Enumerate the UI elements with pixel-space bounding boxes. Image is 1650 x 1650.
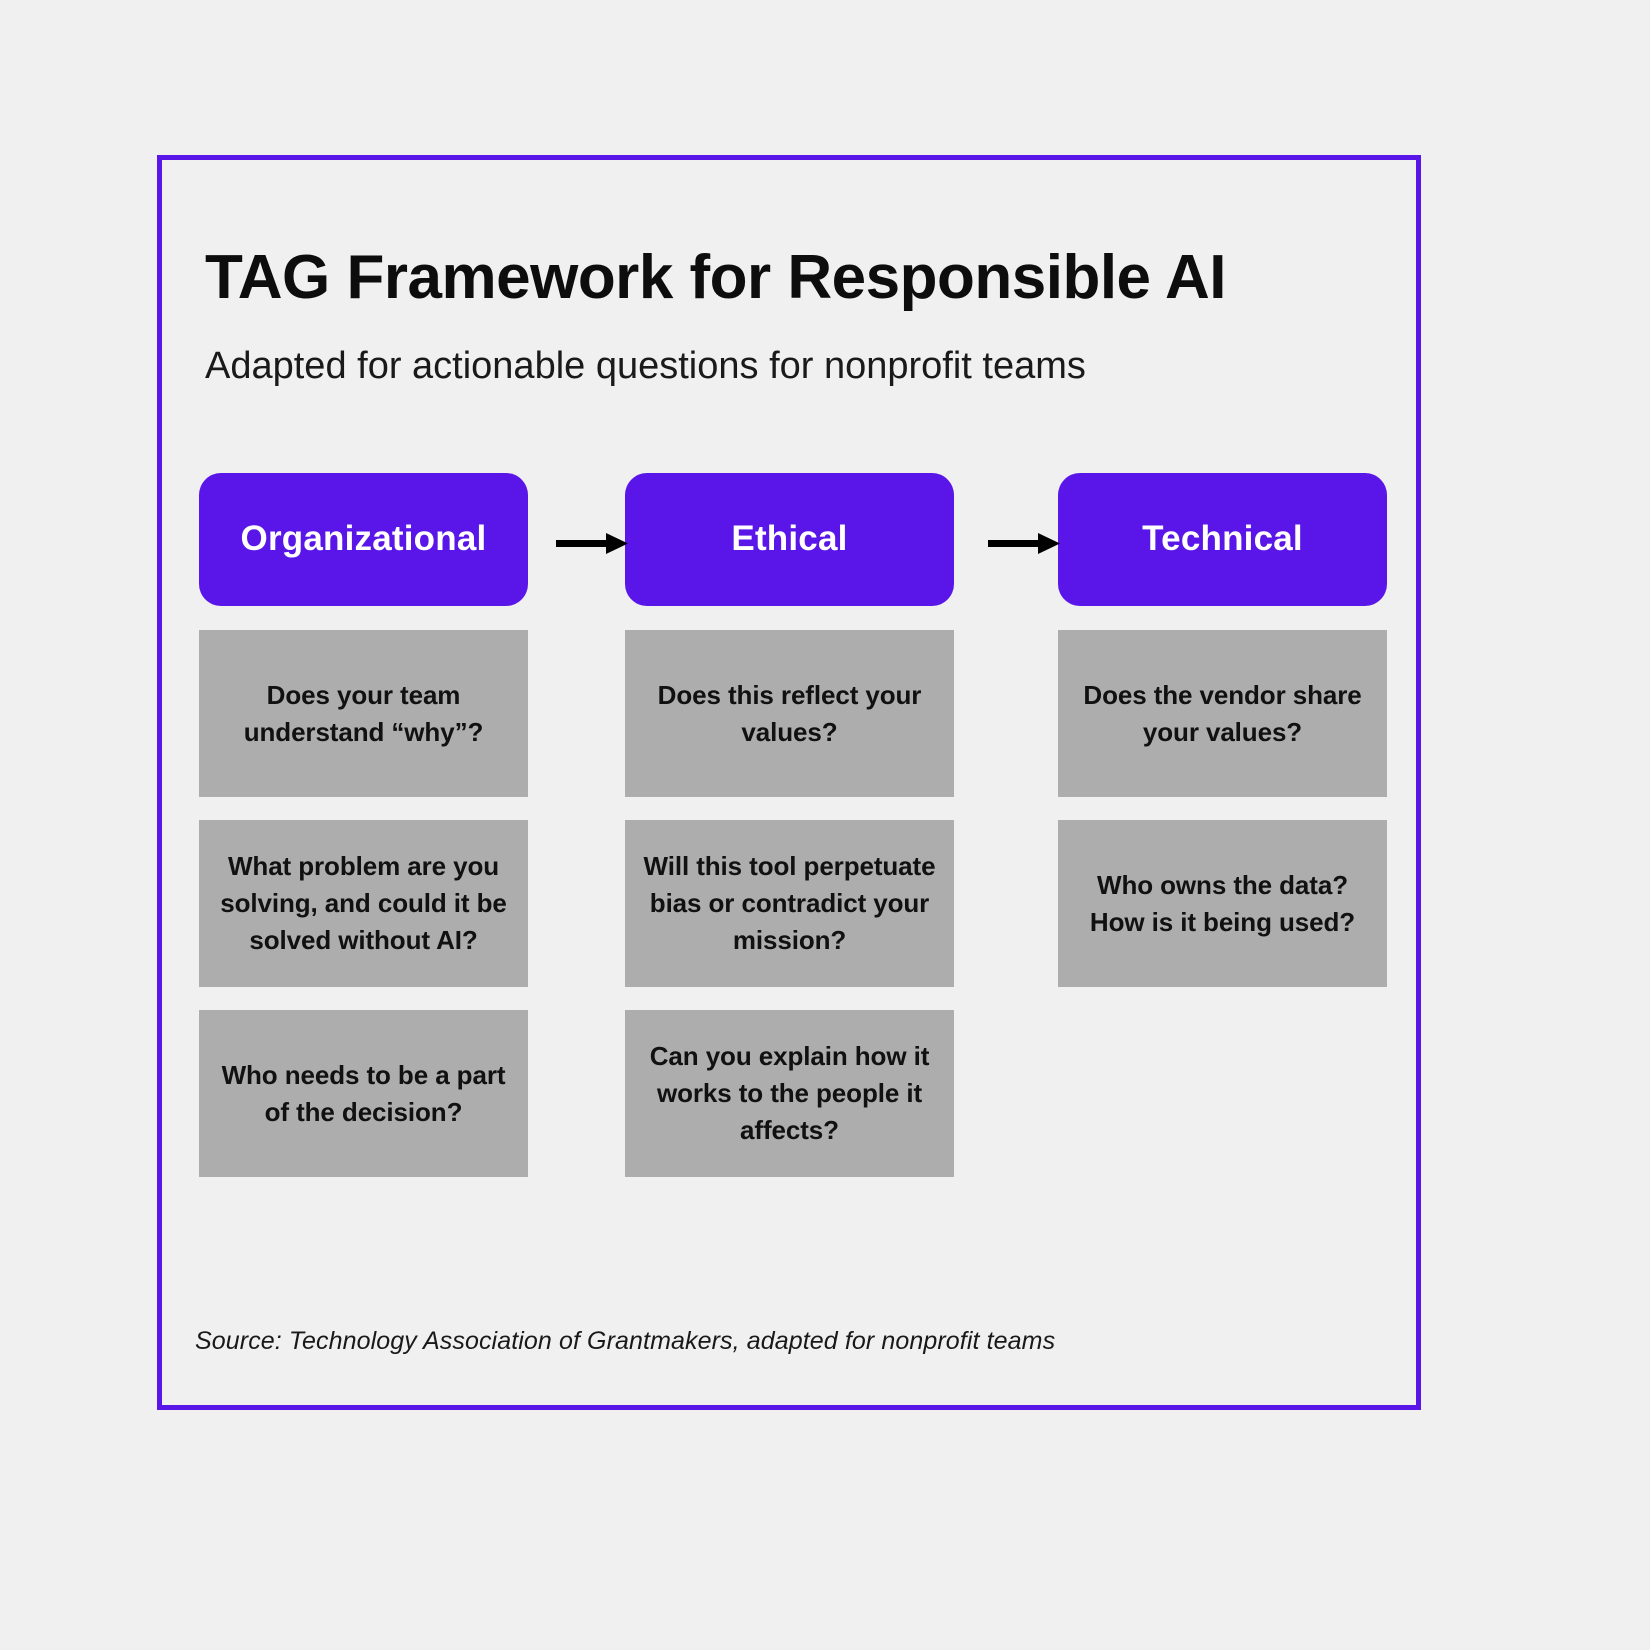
column-organizational: Organizational Does your team understand… — [199, 473, 528, 1200]
column-header-label: Ethical — [731, 519, 848, 559]
column-header-label: Organizational — [240, 519, 487, 559]
page-subtitle: Adapted for actionable questions for non… — [205, 345, 1086, 387]
column-ethical: Ethical Does this reflect your values? W… — [625, 473, 954, 1200]
question-text: Who needs to be a part of the decision? — [221, 1059, 506, 1127]
question-text: Does your team understand “why”? — [243, 679, 484, 747]
question-card[interactable]: Does this reflect your values? — [625, 630, 954, 797]
column-header-technical[interactable]: Technical — [1058, 473, 1387, 606]
question-text: Does this reflect your values? — [657, 679, 922, 747]
column-header-ethical[interactable]: Ethical — [625, 473, 954, 606]
question-text: Will this tool perpetuate bias or contra… — [643, 851, 936, 955]
source-attribution: Source: Technology Association of Grantm… — [195, 1327, 1056, 1355]
question-card[interactable]: Who owns the data? How is it being used? — [1058, 820, 1387, 987]
column-header-organizational[interactable]: Organizational — [199, 473, 528, 606]
question-card-placeholder — [1058, 1010, 1387, 1177]
question-text: Does the vendor share your values? — [1083, 679, 1362, 747]
question-list-ethical: Does this reflect your values? Will this… — [625, 630, 954, 1177]
question-card[interactable]: Can you explain how it works to the peop… — [625, 1010, 954, 1177]
question-card[interactable]: Who needs to be a part of the decision? — [199, 1010, 528, 1177]
question-text: What problem are you solving, and could … — [220, 851, 507, 955]
question-list-organizational: Does your team understand “why”? What pr… — [199, 630, 528, 1177]
question-text: Who owns the data? How is it being used? — [1089, 869, 1356, 937]
question-list-technical: Does the vendor share your values? Who o… — [1058, 630, 1387, 1177]
column-technical: Technical Does the vendor share your val… — [1058, 473, 1387, 1200]
arrow-right-icon — [556, 529, 628, 557]
question-card[interactable]: Will this tool perpetuate bias or contra… — [625, 820, 954, 987]
question-card[interactable]: Does your team understand “why”? — [199, 630, 528, 797]
column-header-label: Technical — [1142, 519, 1303, 559]
framed-panel: TAG Framework for Responsible AI Adapted… — [157, 155, 1421, 1410]
question-card[interactable]: What problem are you solving, and could … — [199, 820, 528, 987]
question-card[interactable]: Does the vendor share your values? — [1058, 630, 1387, 797]
question-text: Can you explain how it works to the peop… — [649, 1041, 930, 1145]
arrow-right-icon — [988, 529, 1060, 557]
page-title: TAG Framework for Responsible AI — [205, 243, 1226, 312]
